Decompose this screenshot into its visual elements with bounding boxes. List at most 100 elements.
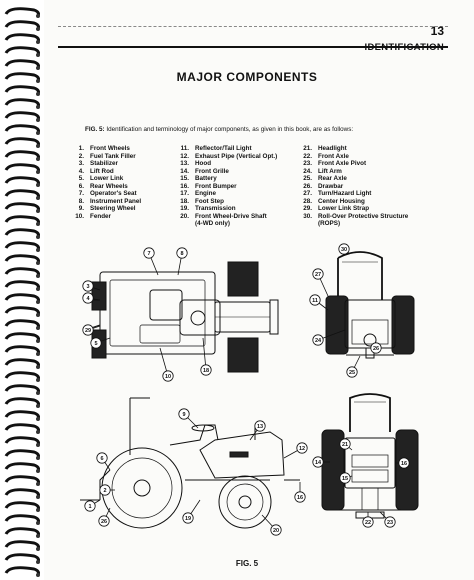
callout-balloon: [143, 247, 155, 259]
callout-balloon: [338, 243, 350, 255]
tractor-front-view: [321, 393, 419, 519]
component-name: Front Wheels: [90, 145, 130, 152]
callout-number: 1: [88, 504, 91, 510]
component-item: 7.Operator's Seat: [68, 190, 141, 198]
spiral-loop: [4, 202, 40, 212]
component-number: 11.: [180, 145, 189, 152]
component-name: Rear Wheels: [90, 182, 128, 190]
callout-balloon: [84, 500, 96, 512]
spiral-hole: [36, 313, 40, 317]
component-name: Instrument Panel: [90, 197, 142, 205]
header-dashed-rule: [58, 26, 448, 27]
component-item: 4.Lift Rod: [68, 168, 141, 176]
callout-number: 23: [387, 520, 393, 526]
component-name: Hood: [195, 160, 212, 167]
component-item: 17.Engine: [173, 190, 277, 198]
component-name: (ROPS): [318, 220, 341, 227]
spiral-hole: [36, 40, 40, 44]
callout-number: 25: [349, 370, 355, 376]
spiral-hole: [36, 287, 40, 291]
component-name: Battery: [195, 175, 217, 182]
section-title: IDENTIFICATION: [364, 42, 444, 53]
callout-number: 4: [86, 296, 90, 302]
spiral-hole: [36, 521, 40, 525]
spiral-loop: [4, 124, 40, 134]
spiral-loop: [4, 410, 40, 420]
component-number: 13.: [180, 160, 189, 167]
spiral-loop: [4, 111, 40, 121]
spiral-loop: [4, 553, 40, 563]
spiral-hole: [36, 209, 40, 213]
header-rule: [58, 46, 448, 48]
component-item: 13. Hood: [173, 160, 277, 168]
spiral-hole: [36, 183, 40, 187]
component-item: 9.Steering Wheel: [68, 205, 141, 213]
spiral-loop: [4, 527, 40, 537]
spiral-loop: [4, 254, 40, 264]
spiral-loop: [4, 319, 40, 329]
spiral-hole: [36, 547, 40, 551]
component-item: 15.Battery: [173, 175, 277, 183]
component-item: 29.Lower Link Strap: [296, 205, 408, 213]
callout-number: 29: [85, 328, 91, 334]
spiral-loop: [4, 384, 40, 394]
spiral-hole: [36, 508, 40, 512]
spiral-loop: [4, 423, 40, 433]
spiral-hole: [36, 352, 40, 356]
tractor-side-view: [80, 397, 300, 529]
component-name: Front Bumper: [195, 182, 237, 190]
component-number: 21.: [303, 145, 312, 152]
spiral-hole: [36, 495, 40, 499]
component-number: 20.: [180, 212, 189, 220]
component-number: 30.: [303, 212, 312, 220]
component-number: 24.: [303, 167, 312, 175]
spiral-hole: [36, 222, 40, 226]
spiral-hole: [36, 14, 40, 18]
component-name: Transmission: [195, 205, 236, 212]
component-name: (4-WD only): [195, 220, 230, 227]
spiral-loop: [4, 293, 40, 303]
component-number: 18.: [180, 197, 189, 205]
callout-number: 21: [342, 442, 348, 448]
component-item: 21.Headlight: [296, 145, 408, 153]
component-number: 4.: [78, 167, 84, 175]
spiral-loop: [4, 501, 40, 511]
callout-number: 14: [315, 460, 322, 466]
callout-balloon: [398, 457, 410, 469]
spiral-hole: [36, 469, 40, 473]
component-number: 6.: [78, 182, 84, 190]
component-name: Roll-Over Protective Structure: [318, 212, 409, 220]
component-name: Front Axle: [318, 152, 349, 160]
spiral-loop: [4, 371, 40, 381]
spiral-hole: [36, 339, 40, 343]
tractor-rear-view: [325, 251, 415, 359]
callout-balloon: [339, 438, 351, 450]
spiral-hole: [36, 482, 40, 486]
callout-balloon: [176, 247, 188, 259]
component-number: 9.: [78, 205, 84, 212]
component-number: 29.: [303, 205, 312, 212]
spiral-hole: [36, 235, 40, 239]
callout-number: 18: [203, 368, 209, 374]
callout-balloon: [346, 366, 358, 378]
component-name: Operator's Seat: [90, 190, 137, 197]
spiral-hole: [36, 131, 40, 135]
component-item: 6. Rear Wheels: [68, 183, 141, 191]
spiral-loop: [4, 98, 40, 108]
component-name: Fender: [90, 212, 111, 220]
callout-number: 3: [86, 284, 89, 290]
callout-number: 19: [185, 516, 191, 522]
callout-number: 22: [365, 520, 371, 526]
callout-balloon: [254, 420, 266, 432]
component-name: Lift Arm: [318, 167, 342, 175]
callout-number: 6: [100, 456, 103, 462]
callout-balloon: [99, 484, 111, 496]
component-number: 25.: [303, 175, 312, 182]
page-title: MAJOR COMPONENTS: [176, 70, 318, 84]
component-item: 20.Front Wheel-Drive Shaft: [173, 213, 277, 221]
component-number: 23.: [303, 160, 312, 167]
component-item: 30. Roll-Over Protective Structure: [296, 213, 408, 221]
callout-balloon: [182, 512, 194, 524]
